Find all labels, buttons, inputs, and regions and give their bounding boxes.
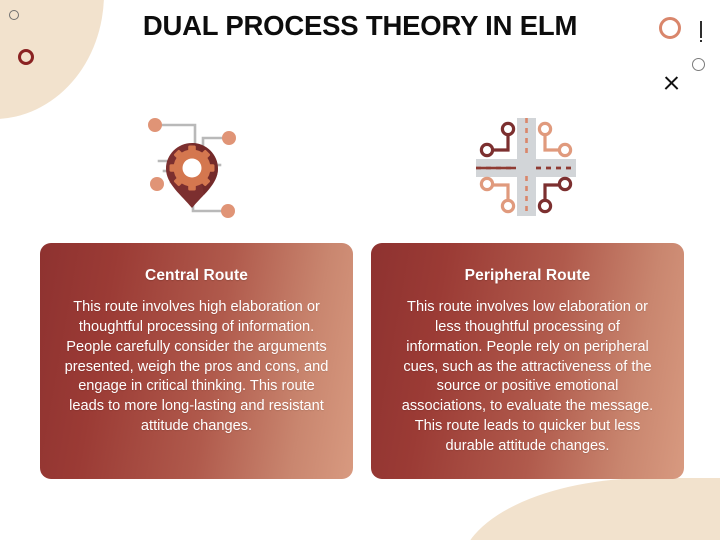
octagon-outline-icon [18, 49, 34, 65]
exclamation-dot-icon [700, 40, 702, 42]
page-title: DUAL PROCESS THEORY IN ELM [142, 10, 578, 41]
crossroads-circuit-icon [470, 112, 582, 222]
card-body: This route involves high elaboration or … [64, 299, 329, 435]
card-title: Central Route [145, 267, 248, 284]
circle-outline-icon [692, 58, 705, 71]
close-icon[interactable] [662, 74, 680, 92]
bottom-right-cream-blob [460, 478, 720, 540]
card-body: This route involves low elaboration or l… [401, 299, 654, 454]
exclamation-mark-icon [700, 21, 702, 38]
octagon-outline-icon [659, 17, 681, 39]
circle-outline-icon [9, 10, 19, 20]
card-central-route: Central Route This route involves high e… [40, 243, 353, 479]
card-peripheral-route: Peripheral Route This route involves low… [371, 243, 684, 479]
card-title: Peripheral Route [464, 267, 591, 284]
location-pin-gear-network-icon [136, 112, 248, 222]
